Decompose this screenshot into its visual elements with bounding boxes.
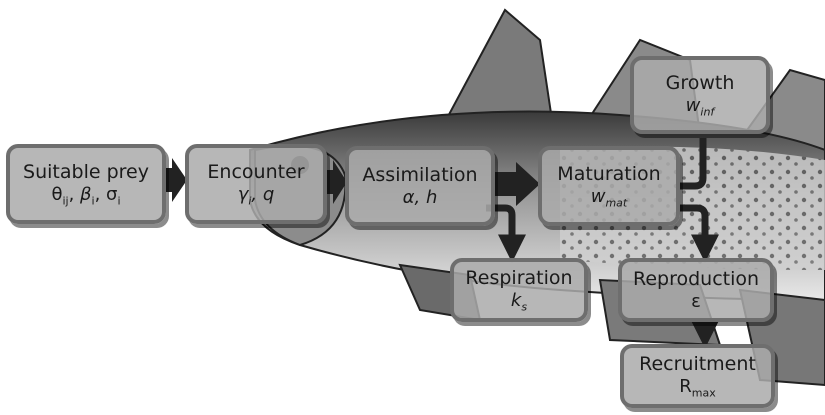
arrow-prey-to-encounter: [165, 158, 187, 202]
arrow-encounter-to-assimilation: [326, 160, 347, 204]
node-recruitment: Recruitment Rmax: [620, 344, 775, 408]
node-title: Growth: [666, 72, 735, 95]
node-growth: Growth winf: [630, 56, 770, 134]
node-title: Respiration: [465, 267, 572, 290]
node-params: α, h: [403, 187, 438, 209]
node-encounter: Encounter γi, q: [185, 144, 327, 224]
node-params: wmat: [591, 186, 628, 210]
node-title: Assimilation: [362, 164, 477, 187]
node-title: Reproduction: [633, 268, 759, 291]
node-params: γi, q: [238, 184, 275, 208]
node-respiration: Respiration ks: [450, 258, 588, 322]
node-title: Encounter: [207, 161, 304, 184]
node-title: Suitable prey: [23, 161, 149, 184]
arrow-maturation-to-growth: [678, 138, 703, 186]
arrow-maturation-to-reproduction: [678, 208, 705, 252]
arrow-assimilation-to-maturation: [494, 162, 540, 206]
node-title: Maturation: [557, 163, 660, 186]
node-reproduction: Reproduction ε: [618, 258, 774, 322]
node-suitable-prey: Suitable prey θij, βi, σi: [6, 144, 166, 224]
node-maturation: Maturation wmat: [538, 146, 680, 226]
node-params: Rmax: [679, 376, 715, 400]
node-params: ε: [691, 291, 701, 313]
node-assimilation: Assimilation α, h: [345, 146, 495, 226]
node-params: θij, βi, σi: [51, 184, 120, 208]
node-params: ks: [511, 290, 527, 314]
node-title: Recruitment: [639, 353, 756, 376]
node-params: winf: [686, 95, 715, 119]
